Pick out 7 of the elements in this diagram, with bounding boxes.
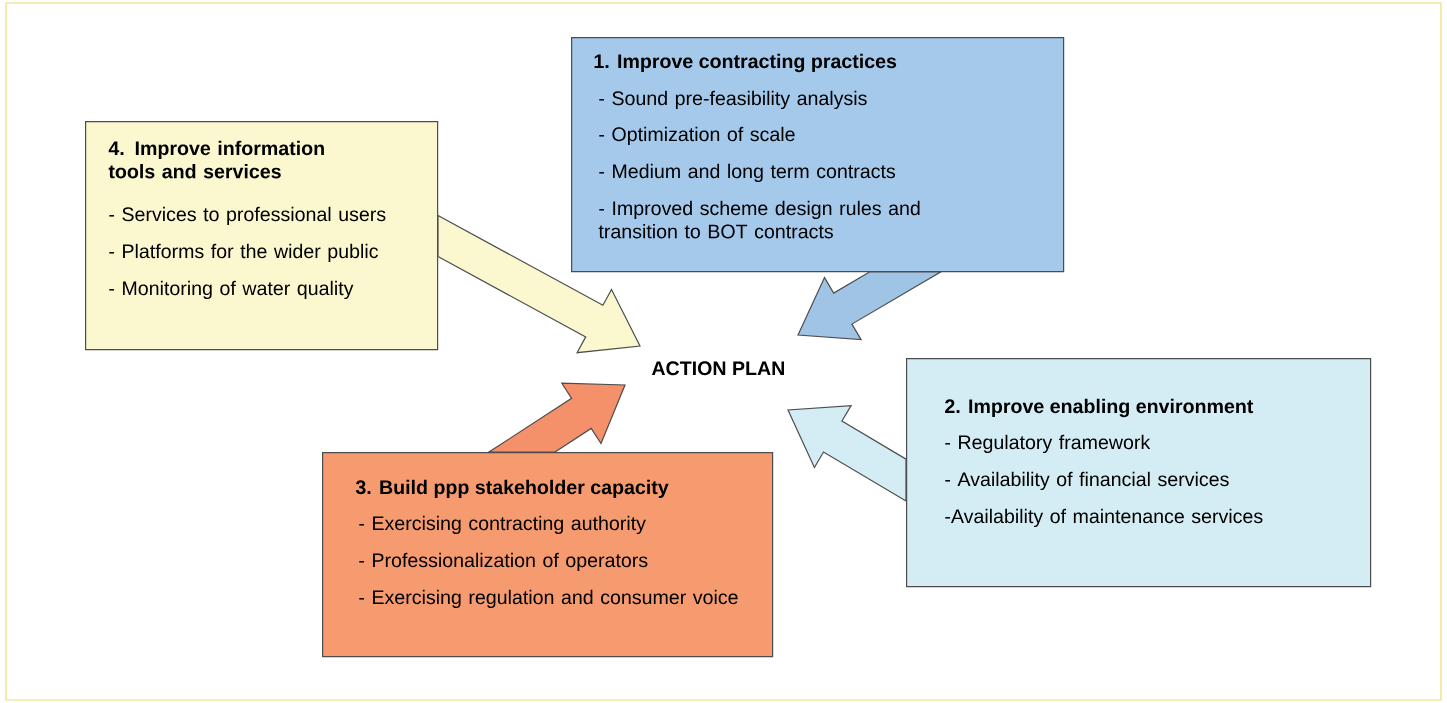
center-label: ACTION PLAN (651, 361, 784, 376)
text-box: 3. Build ppp stakeholder capacity - Exercising contracting authority - Professionalization of operators - Exercising regulation and consumer voice (322, 452, 774, 658)
text-box: 4. Improve information tools and services - Services to professional users - Platforms for the wider public - Monitoring of water quality (85, 121, 439, 351)
block-arrow (787, 404, 907, 502)
text-box: 1. Improve contracting practices - Sound pre-feasibility analysis - Optimization of scale - Medium and long term contracts - Improved scheme design rules and transition to BOT contracts (571, 37, 1065, 273)
text-box: 2. Improve enabling environment - Regulatory framework - Availability of financial services -Availability of maintenance services (906, 358, 1372, 588)
block-arrow (437, 214, 641, 354)
